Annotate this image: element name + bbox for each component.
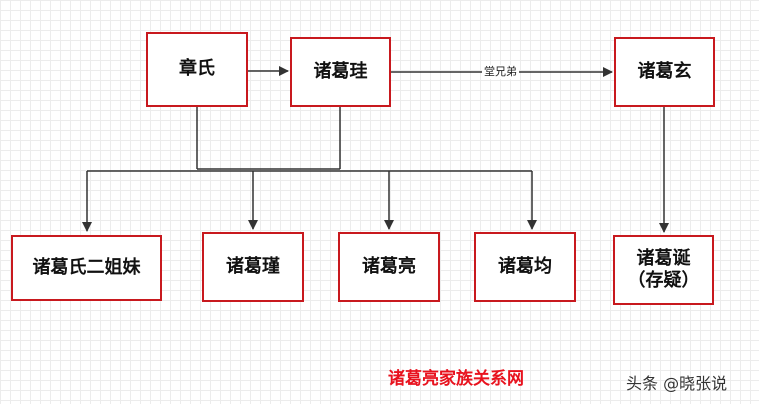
node-zhuge-dan-label: 诸葛诞 [636, 247, 691, 269]
node-zhuge-jun-label: 诸葛均 [498, 255, 552, 277]
node-zhuge-xuan: 诸葛玄 [614, 37, 715, 107]
node-zhuge-sisters-label: 诸葛氏二姐妹 [32, 256, 141, 278]
node-zhuge-liang-label: 诸葛亮 [362, 255, 416, 277]
edge-label-cousins: 堂兄弟 [482, 65, 519, 79]
diagram-caption: 诸葛亮家族关系网 [388, 369, 524, 389]
node-zhuge-sisters: 诸葛氏二姐妹 [11, 235, 162, 301]
node-zhuge-gui-label: 诸葛珪 [313, 60, 368, 82]
node-zhang-shi-label: 章氏 [179, 58, 215, 80]
node-zhuge-dan: 诸葛诞 （存疑） [613, 235, 714, 305]
node-zhuge-jin-label: 诸葛瑾 [226, 255, 280, 277]
node-zhuge-xuan-label: 诸葛玄 [637, 60, 692, 82]
node-zhuge-jun: 诸葛均 [474, 232, 576, 302]
node-zhuge-gui: 诸葛珪 [290, 37, 391, 107]
watermark-text: 头条 @晓张说 [626, 374, 728, 393]
node-zhang-shi: 章氏 [146, 32, 248, 107]
node-zhuge-dan-note: （存疑） [627, 270, 700, 291]
node-zhuge-jin: 诸葛瑾 [202, 232, 304, 302]
node-zhuge-liang: 诸葛亮 [338, 232, 440, 302]
